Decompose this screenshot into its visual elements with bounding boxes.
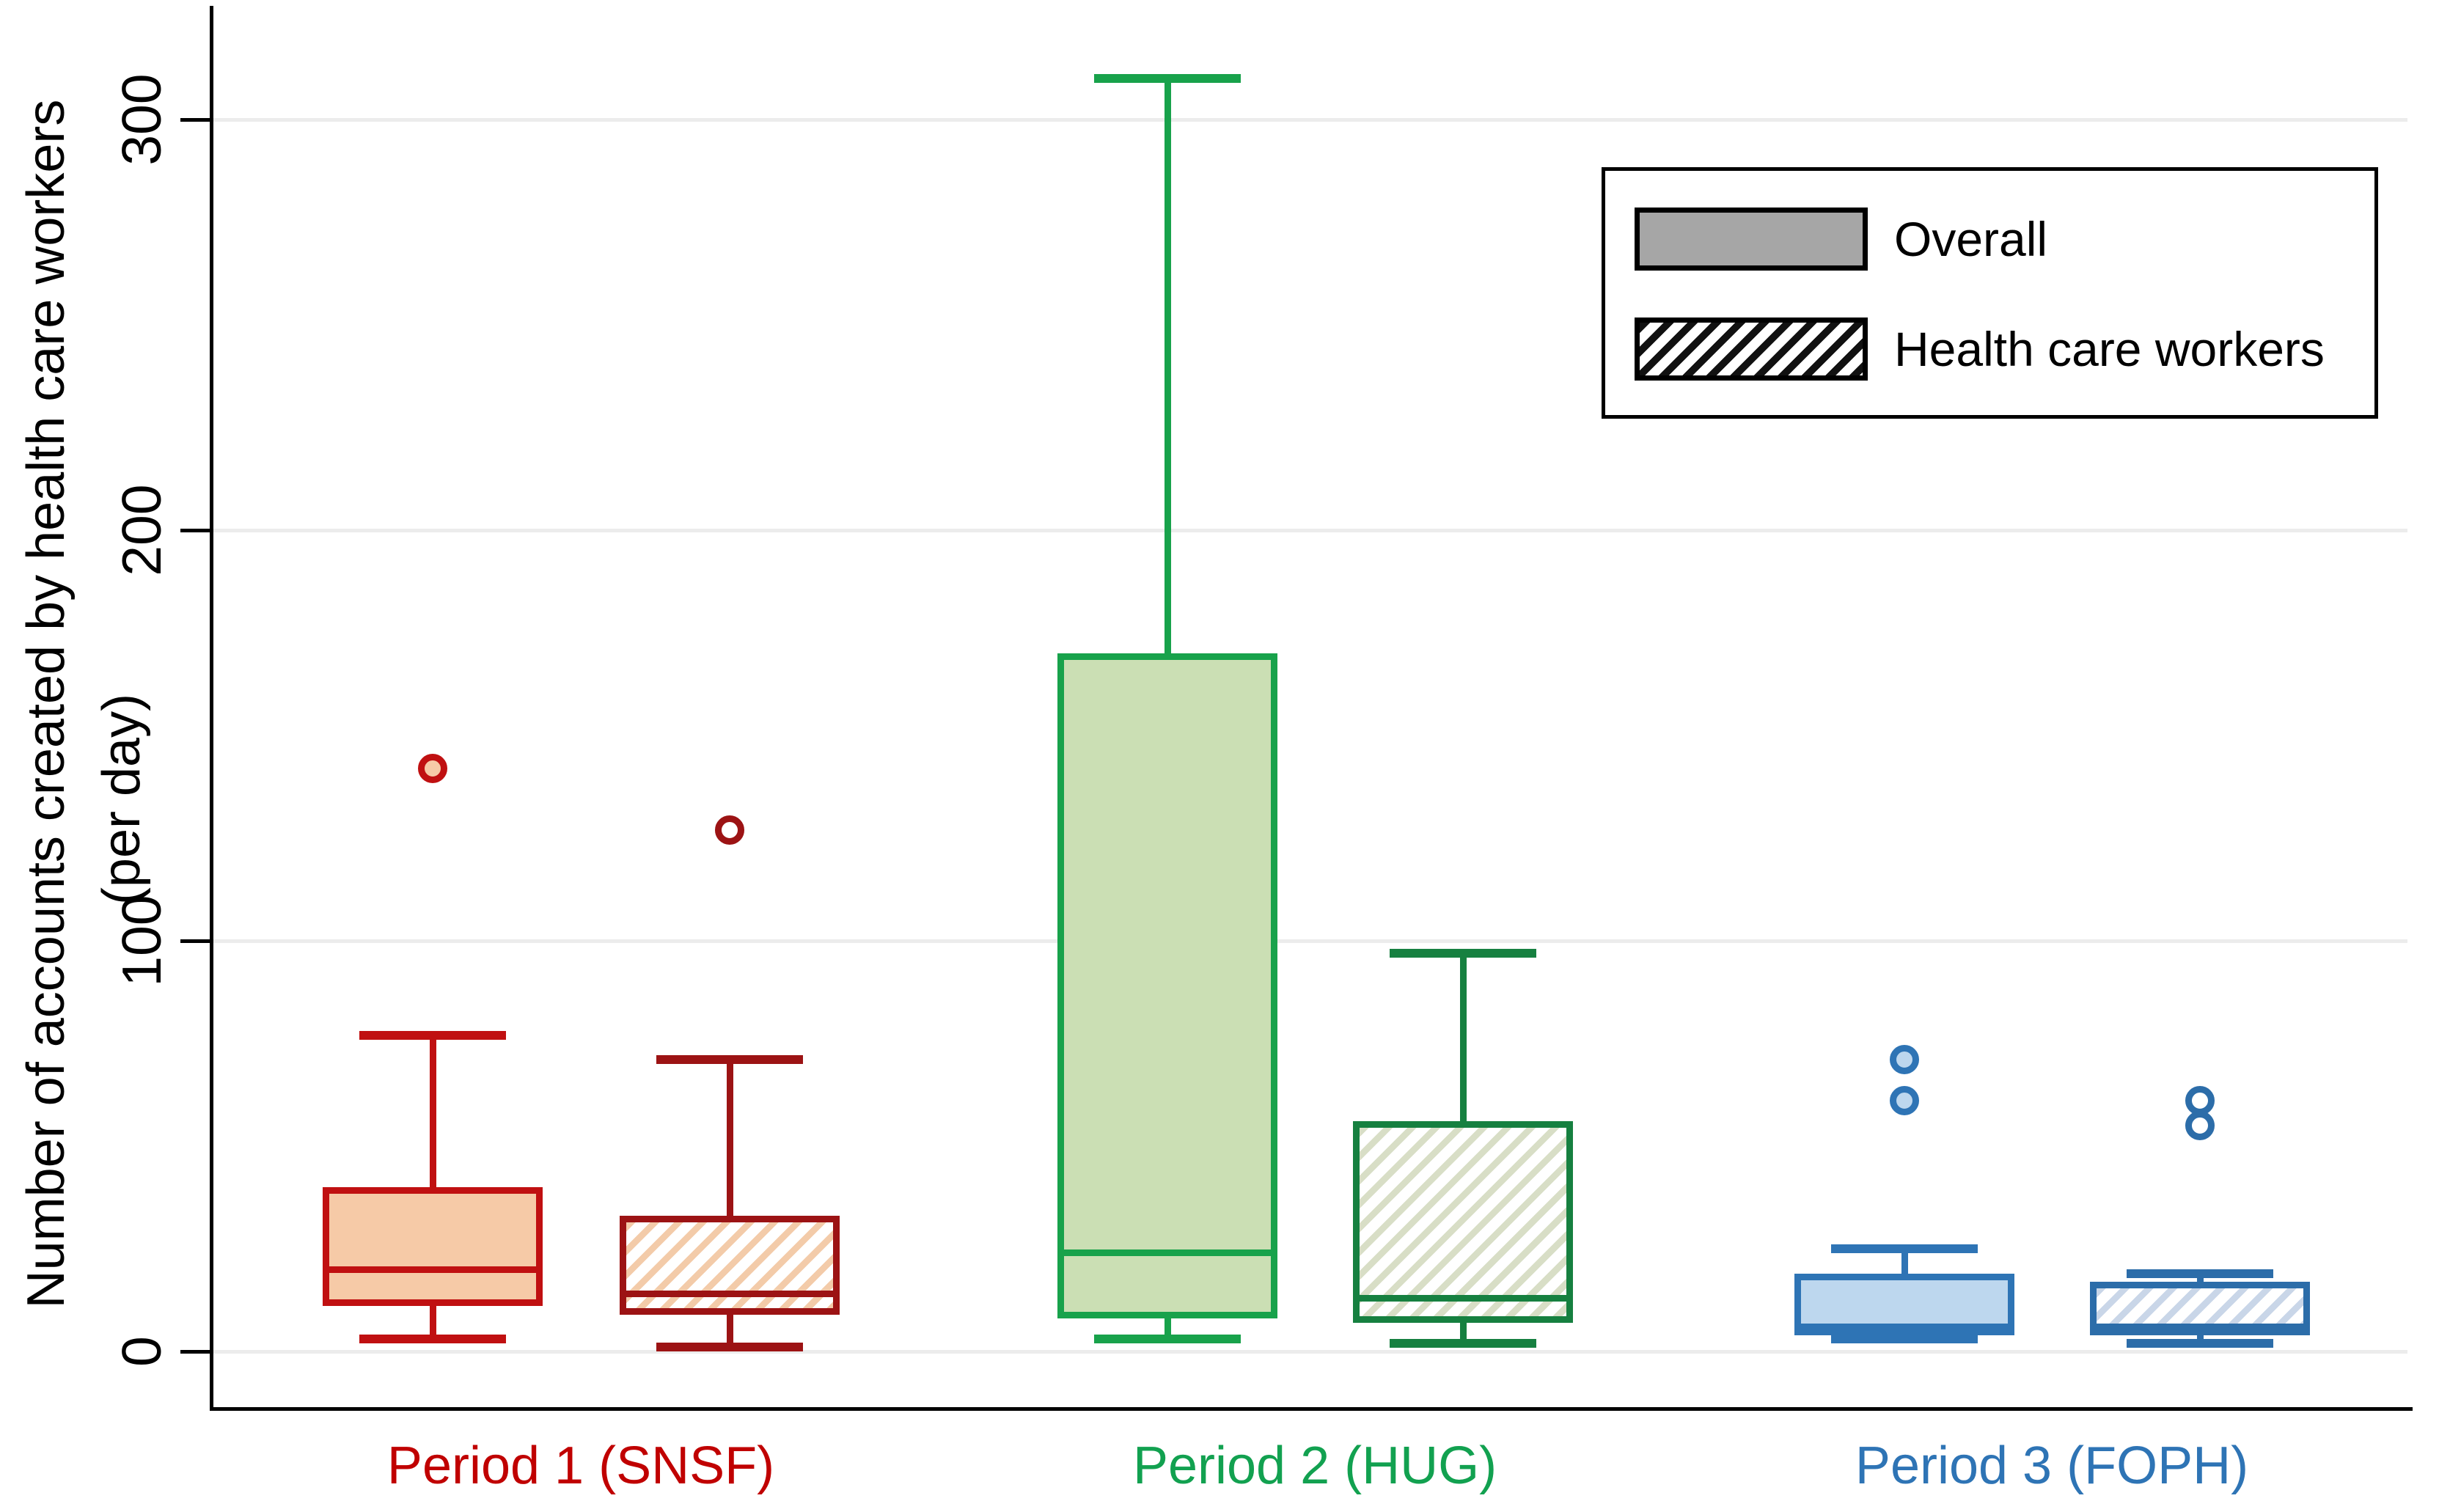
lower-whisker-cap [656,1343,803,1352]
lower-whisker-cap [2127,1338,2273,1348]
upper-whisker-cap [2127,1269,2273,1278]
legend-item-health-care-workers: Health care workers [1635,318,2325,381]
legend-label-health-care-workers: Health care workers [1894,322,2325,376]
median-line [620,1291,840,1298]
outlier-point [2185,1086,2215,1116]
outlier-point [418,753,447,783]
y-tick-mark [180,118,213,122]
upper-whisker-stem [1901,1249,1908,1274]
upper-whisker-cap [359,1030,506,1040]
lower-whisker-stem [429,1306,436,1340]
y-tick-mark [180,939,213,943]
iqr-box [323,1187,543,1307]
upper-whisker-stem [429,1035,436,1187]
iqr-box [1353,1121,1573,1323]
y-gridline [213,529,2407,532]
upper-whisker-cap [1094,74,1241,83]
y-tick-mark [180,1350,213,1354]
y-gridline [213,118,2407,122]
legend: Overall Health care workers [1602,167,2378,419]
lower-whisker-stem [1459,1322,1467,1343]
upper-whisker-cap [656,1055,803,1065]
outlier-point [1890,1086,1919,1116]
lower-whisker-cap [1390,1338,1536,1348]
outlier-point [715,815,744,845]
x-category-label: Period 3 (FOPH) [1855,1436,2249,1495]
lower-whisker-stem [726,1314,733,1348]
y-tick-label: 0 [111,1336,172,1367]
lower-whisker-cap [359,1335,506,1344]
upper-whisker-stem [1459,953,1467,1122]
lower-whisker-cap [1831,1335,1978,1344]
upper-whisker-stem [1164,78,1171,653]
median-line [1057,1249,1277,1257]
lower-whisker-cap [1094,1335,1241,1344]
y-gridline [213,1350,2407,1354]
upper-whisker-stem [726,1060,733,1216]
y-axis-title-line1: Number of accounts created by health car… [17,99,76,1309]
y-gridline [213,939,2407,943]
outlier-point [1890,1045,1919,1075]
median-line [323,1266,543,1273]
iqr-box [620,1216,840,1315]
legend-swatch-health-care-workers [1635,318,1868,381]
median-line [1794,1323,2014,1330]
upper-whisker-cap [1831,1244,1978,1253]
outlier-point [2185,1111,2215,1140]
y-axis-title-line2: (per day) [92,693,151,906]
x-category-label: Period 1 (SNSF) [386,1436,775,1495]
y-tick-label: 300 [111,73,172,166]
y-tick-label: 100 [111,895,172,987]
legend-swatch-overall [1635,208,1868,271]
y-tick-label: 200 [111,484,172,576]
upper-whisker-cap [1390,948,1536,958]
median-line [1353,1294,1573,1302]
iqr-box [1057,653,1277,1319]
legend-label-overall: Overall [1894,212,2048,266]
x-category-label: Period 2 (HUG) [1132,1436,1497,1495]
y-tick-mark [180,529,213,532]
lower-whisker-stem [1164,1318,1171,1340]
x-axis-line [210,1407,2413,1411]
y-axis-line [210,6,213,1411]
median-line [2090,1323,2310,1330]
legend-item-overall: Overall [1635,208,2047,271]
